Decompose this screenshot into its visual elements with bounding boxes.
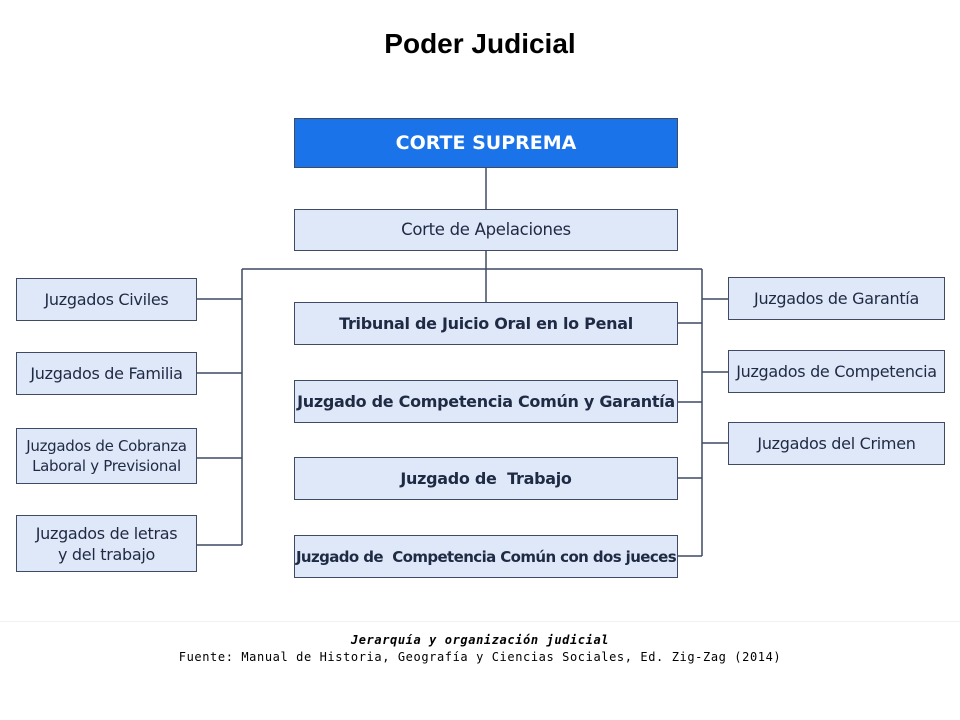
node-corte-apelaciones: Corte de Apelaciones	[294, 209, 678, 251]
node-center-tribunal-oral: Tribunal de Juicio Oral en lo Penal	[294, 302, 678, 345]
page-title: Poder Judicial	[384, 28, 576, 59]
figure-caption-title: Jerarquía y organización judicial	[350, 633, 610, 647]
node-right-juzgados-crimen: Juzgados del Crimen	[728, 422, 945, 465]
node-left-juzgados-letras: Juzgados de letras y del trabajo	[16, 515, 197, 572]
node-left-juzgados-cobranza: Juzgados de Cobranza Laboral y Prevision…	[16, 428, 197, 484]
node-left-juzgados-civiles: Juzgados Civiles	[16, 278, 197, 321]
node-left-juzgados-familia: Juzgados de Familia	[16, 352, 197, 395]
node-center-juzgado-trabajo: Juzgado de Trabajo	[294, 457, 678, 500]
node-center-competencia-dos-jueces: Juzgado de Competencia Común con dos jue…	[294, 535, 678, 578]
node-right-juzgados-garantia: Juzgados de Garantía	[728, 277, 945, 320]
node-center-competencia-comun-garantia: Juzgado de Competencia Común y Garantía	[294, 380, 678, 423]
node-corte-suprema: CORTE SUPREMA	[294, 118, 678, 168]
caption-separator	[0, 621, 960, 622]
figure-caption-source: Fuente: Manual de Historia, Geografía y …	[178, 650, 782, 664]
node-right-juzgados-competencia: Juzgados de Competencia	[728, 350, 945, 393]
